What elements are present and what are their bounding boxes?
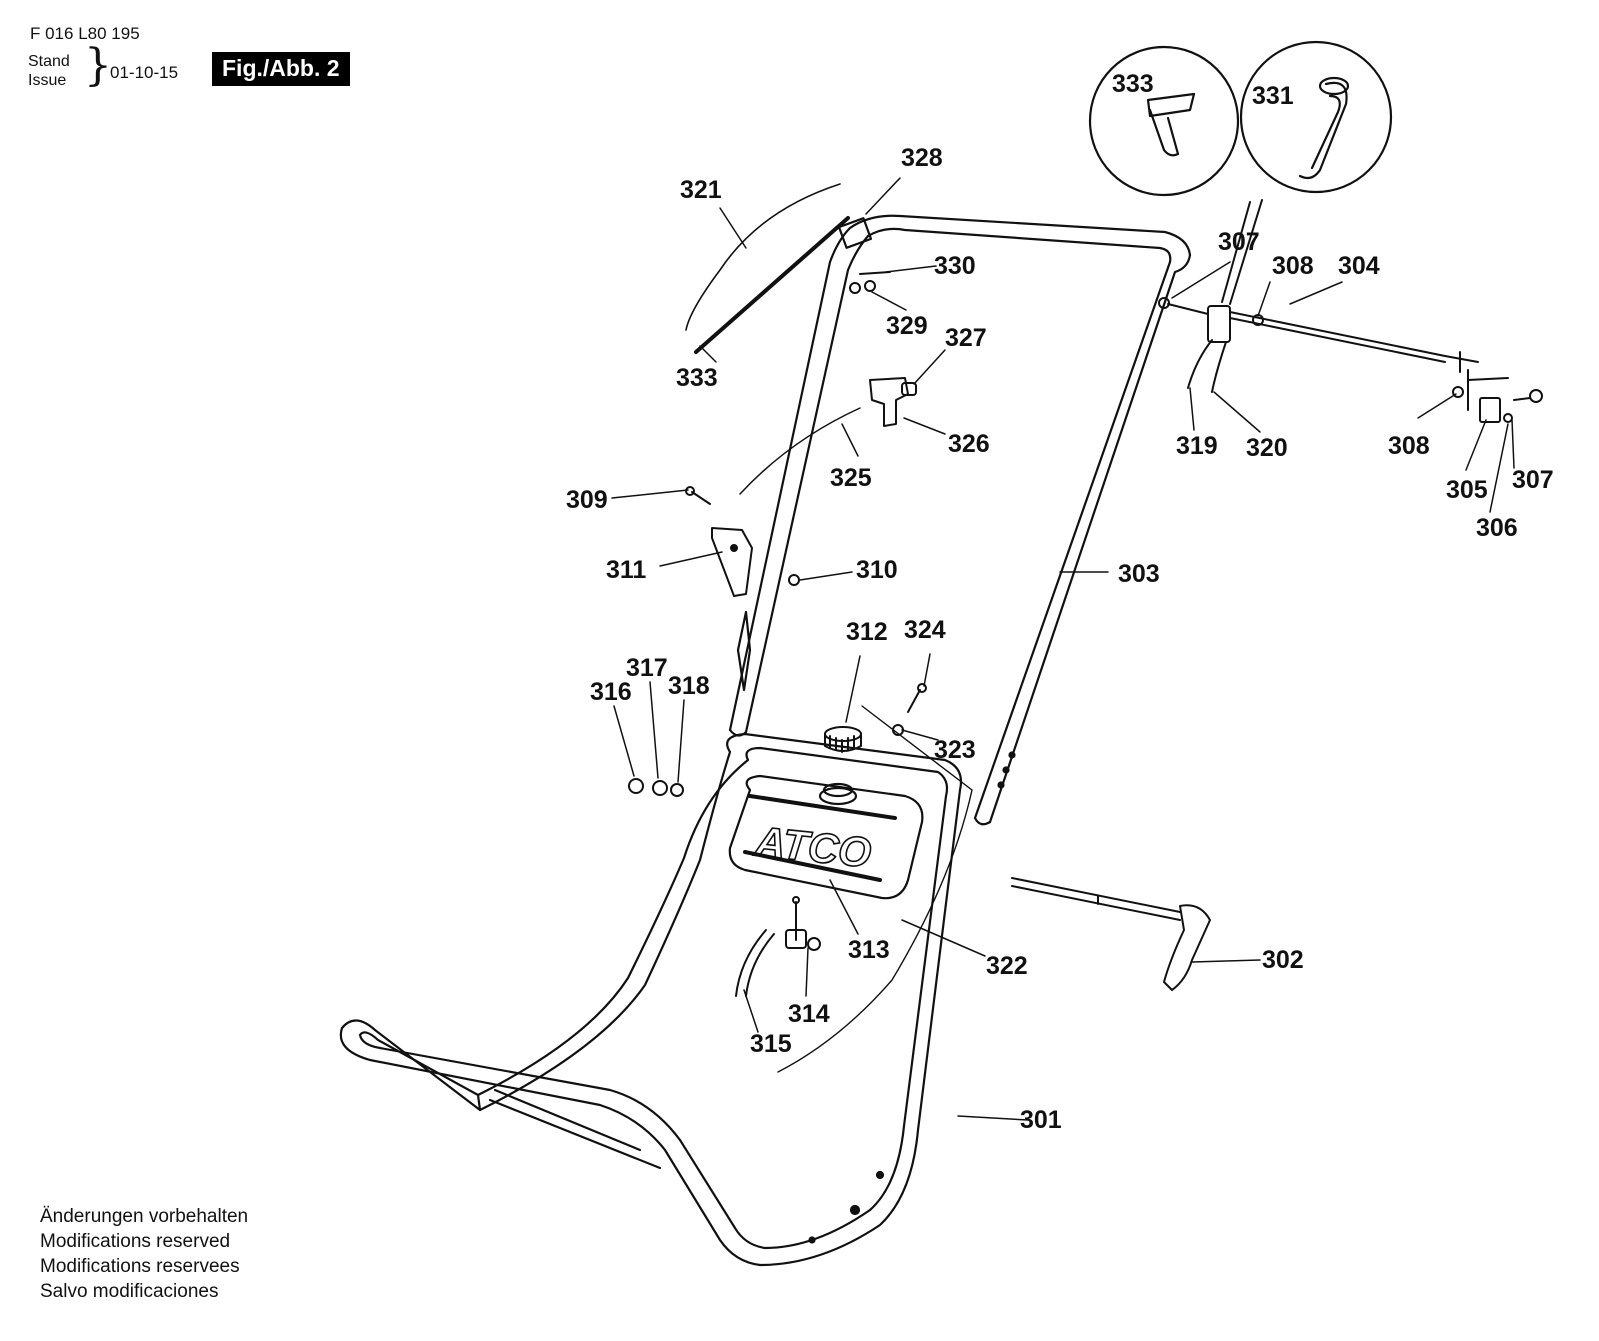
callout-327: 327 [945,324,987,352]
small-parts-305-308 [1452,369,1543,423]
leader-lines [611,177,1515,1121]
bolt-309 [685,486,711,505]
callout-307-right: 307 [1512,466,1554,494]
callout-308-top: 308 [1272,252,1314,280]
callout-303: 303 [1118,560,1160,588]
callout-314: 314 [788,1000,830,1028]
callout-311: 311 [606,556,646,584]
screws-329 [849,280,876,294]
stand-issue-label: Stand Issue [28,52,70,90]
nut-310 [788,574,800,586]
lever-302 [1011,877,1211,991]
modification-notes: Änderungen vorbehalten Modifications res… [40,1204,248,1304]
callout-319: 319 [1176,432,1218,460]
cable-325 [739,407,861,495]
cable-321 [685,183,850,354]
fuel-tap-314 [785,896,821,951]
note-fr: Modifications reservees [40,1256,240,1277]
callout-305: 305 [1446,476,1488,504]
callout-322: 322 [986,952,1028,980]
figure-label: Fig./Abb. 2 [212,52,350,86]
callout-312: 312 [846,618,888,646]
document-code: F 016 L80 195 [30,24,140,43]
bolt-324 [907,683,927,713]
callout-323: 323 [934,736,976,764]
detail-circle-333 [1088,45,1240,197]
callout-333: 333 [676,364,718,392]
callout-328: 328 [901,144,943,172]
callout-329: 329 [886,312,928,340]
stand-label: Stand [28,53,70,70]
callout-315: 315 [750,1030,792,1058]
note-es: Salvo modificaciones [40,1281,219,1302]
cable-322 [777,705,973,1073]
callout-301: 301 [1020,1106,1062,1134]
issue-label: Issue [28,72,67,89]
callout-313: 313 [848,936,890,964]
callout-330: 330 [934,252,976,280]
base-frame-301 [339,732,963,1267]
issue-date: 01-10-15 [110,63,179,82]
callout-331: 331 [1252,82,1294,110]
callout-308-right: 308 [1388,432,1430,460]
note-en: Modifications reserved [40,1231,231,1252]
callout-325: 325 [830,464,872,492]
callout-320: 320 [1246,434,1288,462]
callout-317: 317 [626,654,668,682]
nuts-316-318 [628,778,684,797]
callout-310: 310 [856,556,898,584]
callout-304: 304 [1338,252,1380,280]
note-de: Änderungen vorbehalten [40,1206,249,1227]
connector-327 [901,382,917,396]
tank-brand-text: ATCO [752,817,873,876]
screw-330 [859,271,891,275]
callout-318: 318 [668,672,710,700]
throttle-lever-311 [711,527,753,597]
brace-glyph: } [84,40,112,91]
fuel-cap-312 [824,726,862,753]
upper-handle-303 [728,214,1192,826]
callout-302: 302 [1262,946,1304,974]
detail-circle-331 [1239,40,1393,194]
callout-324: 324 [904,616,946,644]
callout-333-detail: 333 [1112,70,1154,98]
callout-321: 321 [680,176,722,204]
callout-307-top: 307 [1218,228,1260,256]
callout-306: 306 [1476,514,1518,542]
right-bracket-assembly [1158,199,1479,393]
callout-labels: 333 331 328 321 330 329 333 327 326 325 … [566,70,1554,1134]
callout-326: 326 [948,430,990,458]
callout-316: 316 [590,678,632,706]
fuel-pipe-315 [735,929,775,997]
fuel-tank-313 [728,774,924,900]
callout-309: 309 [566,486,608,514]
